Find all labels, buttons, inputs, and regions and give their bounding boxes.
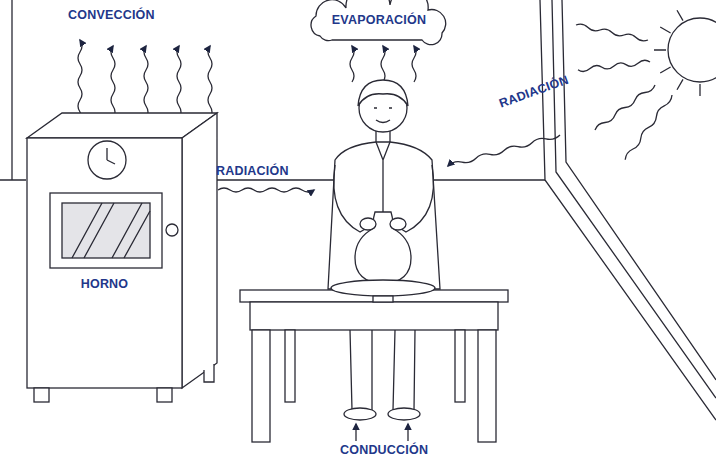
table-apron bbox=[250, 302, 498, 330]
conduction-arrow bbox=[355, 424, 356, 441]
evaporation-arrow bbox=[381, 46, 385, 82]
oven-leg bbox=[204, 364, 214, 382]
sun-ray bbox=[578, 60, 650, 71]
node-label: EVAPORACIÓN bbox=[300, 14, 458, 28]
person-collar bbox=[376, 142, 390, 212]
sun-ray bbox=[576, 24, 648, 41]
person-face bbox=[374, 108, 392, 123]
sun bbox=[668, 18, 716, 82]
process-label: CONVECCIÓN bbox=[68, 9, 155, 23]
evaporation-arrow bbox=[350, 46, 354, 82]
shape-outline bbox=[22, 108, 222, 408]
oven-leg bbox=[34, 388, 49, 402]
person-foot bbox=[388, 408, 420, 420]
table-leg bbox=[252, 330, 270, 442]
person-body bbox=[328, 142, 440, 289]
convection-arrow bbox=[144, 46, 148, 118]
convection-arrow bbox=[177, 46, 181, 118]
table-leg bbox=[285, 330, 295, 402]
sun-spikes bbox=[654, 10, 700, 96]
oven-node: HORNO bbox=[22, 108, 222, 408]
person-foot bbox=[344, 408, 376, 420]
sun-ray bbox=[625, 95, 672, 160]
person-hand bbox=[390, 218, 406, 230]
process-label: RADIACIÓN bbox=[498, 74, 571, 112]
convection-arrow bbox=[208, 46, 212, 118]
cloud-node: EVAPORACIÓN bbox=[300, 0, 458, 42]
oven-knob bbox=[166, 224, 178, 236]
person-hand bbox=[360, 218, 376, 230]
oven-leg bbox=[157, 388, 172, 402]
oven-front bbox=[27, 138, 182, 388]
node-label: HORNO bbox=[27, 278, 182, 292]
table-leg bbox=[478, 330, 496, 442]
convection-arrow bbox=[78, 40, 82, 124]
sun-ray bbox=[595, 85, 655, 130]
oven-clock bbox=[88, 141, 126, 179]
conduction-arrow bbox=[407, 424, 408, 441]
potter-wheel bbox=[331, 280, 435, 296]
clay-vase bbox=[355, 212, 411, 284]
person-legs bbox=[350, 330, 415, 410]
evaporation-arrow bbox=[412, 46, 416, 82]
window-hatch bbox=[72, 203, 150, 258]
table-leg bbox=[455, 330, 465, 402]
person-hair bbox=[358, 80, 408, 106]
clock-hands bbox=[107, 148, 115, 164]
radiation-arrow bbox=[448, 135, 560, 166]
oven-side bbox=[182, 113, 217, 388]
wheel-stand bbox=[373, 296, 393, 302]
process-label: RADIACIÓN bbox=[216, 165, 289, 179]
process-label: CONDUCCIÓN bbox=[340, 444, 428, 458]
oven-window bbox=[62, 203, 150, 258]
oven-door bbox=[50, 193, 162, 268]
convection-arrow bbox=[111, 46, 115, 118]
radiation-arrow bbox=[218, 188, 314, 192]
